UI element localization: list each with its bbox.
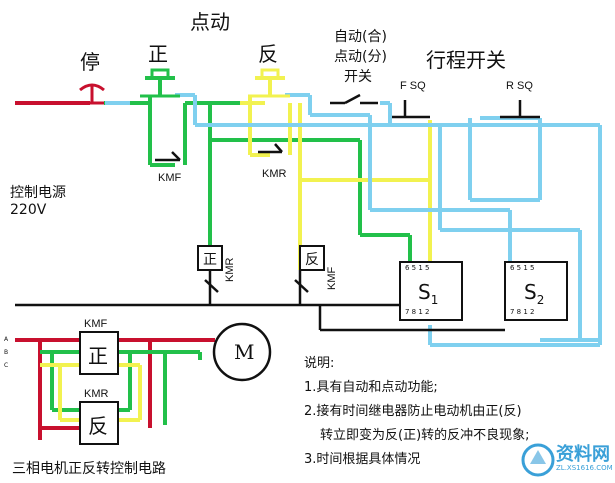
control-power-label: 控制电源 xyxy=(10,185,66,201)
notes-line-4: 3.时间根据具体情况 xyxy=(304,452,421,467)
watermark-text: 资料网 xyxy=(556,444,610,465)
motor-kmr-box xyxy=(79,401,119,445)
kmf-relay-box-label: 反 xyxy=(305,252,319,268)
motor-kmf-box xyxy=(79,331,119,375)
auto-switch-label-3: 开关 xyxy=(344,69,372,85)
timer-s1-bottom-pins: 7 8 1 2 xyxy=(405,308,430,316)
forward-label: 正 xyxy=(148,42,168,66)
notes-title: 说明: xyxy=(304,356,335,371)
kmr-relay-box xyxy=(197,245,223,271)
motor-kmf-label: KMF xyxy=(84,318,108,330)
stop-button-symbol xyxy=(79,83,105,105)
timer-s2-label: S2 xyxy=(524,280,545,307)
watermark-logo-icon xyxy=(521,443,555,477)
r-sq-label: R SQ xyxy=(506,80,533,92)
watermark: 资料网 ZL.XS1616.COM xyxy=(520,440,613,480)
timer-s1-top-pins: 6 5 1 5 xyxy=(405,264,430,272)
control-voltage-label: 220V xyxy=(10,202,47,218)
motor-kmr-label: KMR xyxy=(84,388,109,400)
reverse-button-symbol xyxy=(248,68,290,98)
timer-s1-box xyxy=(399,261,463,321)
travel-switch-label: 行程开关 xyxy=(426,48,506,72)
motor-reverse-box-label: 反 xyxy=(88,414,108,438)
phase-a-label: A xyxy=(4,336,9,343)
notes-line-2: 2.接有时间继电器防止电动机由正(反) xyxy=(304,404,522,419)
notes-line-3: 转立即变为反(正)转的反冲不良现象; xyxy=(320,428,530,443)
lightblue-wire xyxy=(105,93,602,347)
phase-b-label: B xyxy=(4,349,9,356)
phase-c-label: C xyxy=(4,362,9,369)
notes-line-1: 1.具有自动和点动功能; xyxy=(304,380,438,395)
motor-label: M xyxy=(234,340,255,364)
kmr-relay-contact-label: KMR xyxy=(224,257,236,282)
yellow-wire xyxy=(40,76,432,422)
kmr-contact-label: KMR xyxy=(262,168,287,180)
black-wire xyxy=(15,93,540,332)
jog-label: 点动 xyxy=(190,10,230,34)
auto-switch-label-2: 点动(分) xyxy=(334,49,387,65)
red-wire xyxy=(15,101,215,440)
forward-button-symbol xyxy=(140,68,180,98)
timer-s1-label: S1 xyxy=(418,280,439,307)
timer-s2-bottom-pins: 7 8 1 2 xyxy=(510,308,535,316)
f-sq-label: F SQ xyxy=(400,80,426,92)
reverse-label: 反 xyxy=(258,42,278,66)
notes-block: 说明: 1.具有自动和点动功能; 2.接有时间继电器防止电动机由正(反) 转立即… xyxy=(304,352,530,472)
timer-s2-top-pins: 6 5 1 5 xyxy=(510,264,535,272)
kmf-relay-box xyxy=(299,245,325,271)
stop-label: 停 xyxy=(80,50,100,74)
auto-switch-label-1: 自动(合) xyxy=(334,29,387,45)
motor-forward-box-label: 正 xyxy=(88,344,108,368)
timer-s2-box xyxy=(504,261,568,321)
kmr-relay-box-label: 正 xyxy=(203,252,217,268)
watermark-url: ZL.XS1616.COM xyxy=(556,464,613,472)
kmf-relay-contact-label: KMF xyxy=(326,266,338,290)
motor-symbol xyxy=(212,322,272,382)
kmf-contact-label: KMF xyxy=(158,172,182,184)
diagram-caption: 三相电机正反转控制电路 xyxy=(12,461,166,477)
